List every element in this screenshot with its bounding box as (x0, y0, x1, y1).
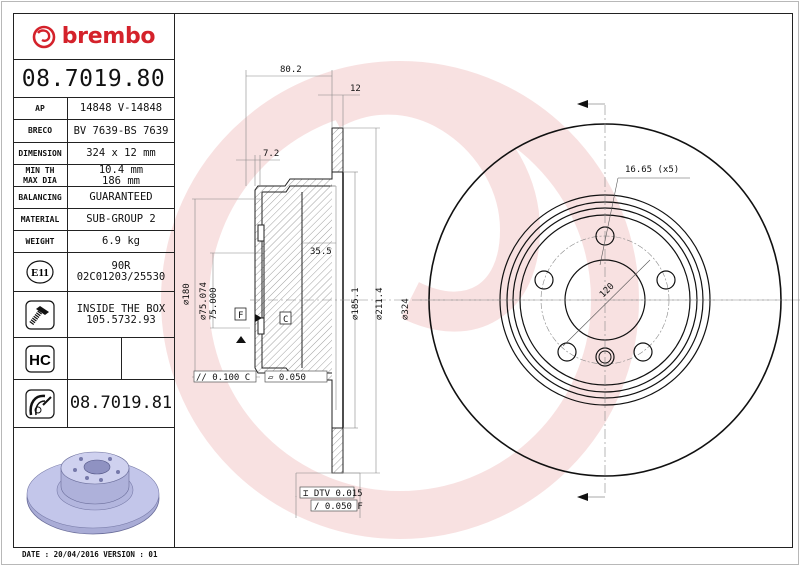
screws-part-number: 105.5732.93 (86, 313, 156, 326)
homologation-code: 90R (111, 260, 131, 272)
spec-value: 10.4 mm 186 mm (68, 163, 174, 187)
spec-row-material: MATERIAL SUB-GROUP 2 (13, 209, 174, 231)
spec-row-dimension: DIMENSION 324 x 12 mm (13, 143, 174, 165)
brembo-logo-icon (32, 25, 56, 48)
spec-row-min-max: MIN TH MAX DIA 10.4 mm 186 mm (13, 163, 174, 187)
hc-row: HC (13, 338, 174, 380)
hc-icon: HC (13, 338, 68, 379)
alt-part-row: 08.7019.81 (13, 380, 174, 428)
spec-value: 14848 V-14848 (79, 102, 163, 114)
spec-row-ap: AP 14848 V-14848 (13, 98, 174, 120)
alt-part-number: 08.7019.81 (69, 393, 173, 413)
min-th-value: 10.4 mm (98, 163, 144, 176)
svg-text:HC: HC (29, 352, 51, 369)
spec-row-balancing: BALANCING GUARANTEED (13, 187, 174, 209)
coated-disc-icon (13, 380, 68, 427)
brembo-logo: brembo (13, 13, 174, 60)
homologation-number: 02C01203/25530 (76, 271, 166, 283)
screws-note: INSIDE THE BOX (76, 302, 166, 315)
spec-label: MATERIAL (13, 209, 68, 230)
spec-value: 324 x 12 mm (86, 147, 156, 159)
svg-text:E11: E11 (31, 267, 49, 279)
spec-row-weight: WEIGHT 6.9 kg (13, 231, 174, 253)
spec-label: WEIGHT (13, 231, 68, 252)
spec-value: 6.9 kg (102, 235, 140, 247)
e11-mark-icon: E11 (13, 253, 68, 291)
disc-render (13, 428, 174, 547)
screw-icon (13, 292, 68, 337)
part-number: 08.7019.80 (21, 65, 166, 92)
max-dia-value: 186 mm (102, 174, 140, 187)
brand-name: brembo (61, 24, 156, 49)
spec-value: SUB-GROUP 2 (86, 213, 156, 225)
spec-label: DIMENSION (13, 143, 68, 164)
spec-row-breco: BRECO BV 7639-BS 7639 (13, 120, 174, 143)
spec-value: GUARANTEED (89, 191, 153, 203)
drawing-frame (13, 13, 793, 548)
hc-divider (121, 338, 122, 379)
screws-row: INSIDE THE BOX 105.5732.93 (13, 292, 174, 338)
date-version-footer: DATE : 20/04/2016 VERSION : 01 (22, 550, 158, 559)
spec-value: BV 7639-BS 7639 (73, 124, 169, 137)
spec-label: BALANCING (13, 187, 68, 208)
min-th-label: MIN TH (25, 165, 55, 175)
max-dia-label: MAX DIA (23, 175, 57, 185)
spec-label: MIN TH MAX DIA (13, 165, 68, 186)
spec-sidebar: brembo 08.7019.80 AP 14848 V-14848 BRECO… (13, 13, 175, 547)
spec-label: AP (13, 98, 68, 119)
homologation-row: E11 90R 02C01203/25530 (13, 253, 174, 292)
spec-label: BRECO (13, 120, 68, 142)
logo-row: brembo (13, 13, 174, 60)
part-number-row: 08.7019.80 (13, 60, 174, 98)
